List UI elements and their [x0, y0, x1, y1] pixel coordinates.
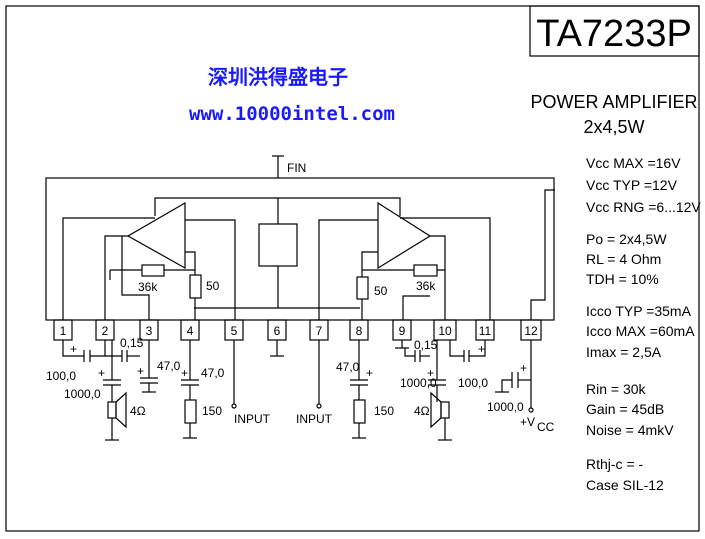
internal-wiring	[62, 189, 555, 320]
vcc-sub-label: CC	[537, 420, 555, 434]
left-amplifier	[126, 201, 186, 270]
spec-rin: Rin = 30k	[586, 381, 647, 397]
spec-vcc-rng: Vcc RNG =6...12V	[586, 199, 701, 215]
fin-terminal: FIN	[272, 155, 306, 178]
spec-tdh: TDH = 10%	[586, 271, 659, 287]
sheet-frame	[5, 5, 700, 532]
left-50-resistor	[189, 274, 202, 299]
pin-2-label: 2	[102, 324, 109, 338]
pin-3-label: 3	[146, 324, 153, 338]
left-feedback-resistor	[141, 264, 165, 277]
right-feedback-value: 36k	[416, 279, 436, 293]
r-150-left-label: 150	[202, 404, 222, 418]
title-block	[529, 5, 700, 57]
spec-rthj: Rthj-c = -	[586, 456, 644, 472]
pin-6-label: 6	[274, 324, 281, 338]
chip-description: POWER AMPLIFIER	[530, 92, 697, 112]
c-015-left-label: 0,15	[120, 336, 144, 350]
c-100-right-label: 100,0	[458, 376, 488, 390]
pin-9-label: 9	[399, 324, 406, 338]
right-50-resistor	[356, 276, 369, 300]
r-150-right	[353, 399, 366, 424]
external-right: INPUT + 47,0 150 0,15 + 1000,0 4Ω	[296, 338, 555, 441]
c-47-pin8-plus: +	[366, 366, 373, 380]
speaker-right	[440, 401, 450, 419]
spec-po: Po = 2x4,5W	[586, 231, 667, 247]
c-1000-left-plus: +	[98, 366, 105, 380]
speaker-left	[107, 401, 117, 419]
spec-vcc-max: Vcc MAX =16V	[586, 155, 681, 171]
c-015-right-label: 0,15	[414, 338, 438, 352]
c-1000-vcc-label: 1000,0	[487, 400, 524, 414]
r-150-left	[184, 399, 197, 424]
pin-7-label: 7	[316, 324, 323, 338]
watermark-url: www.10000intel.com	[189, 103, 395, 125]
right-feedback-resistor	[413, 264, 438, 277]
right-amplifier	[377, 201, 432, 270]
c-1000-vcc-plus: +	[520, 361, 527, 375]
c-47-pin3-plus: +	[137, 364, 144, 378]
c-47-pin3-label: 47,0	[157, 359, 181, 373]
spec-vcc-typ: Vcc TYP =12V	[586, 177, 678, 193]
spec-rl: RL = 4 Ohm	[586, 251, 661, 267]
pin-12-label: 12	[524, 324, 538, 338]
pin-10-label: 10	[438, 324, 452, 338]
input-right-label: INPUT	[296, 412, 333, 426]
r-150-right-label: 150	[374, 404, 394, 418]
part-number: TA7233P	[536, 13, 692, 55]
spec-list: Vcc MAX =16V Vcc TYP =12V Vcc RNG =6...1…	[586, 155, 701, 493]
fin-label: FIN	[287, 161, 306, 175]
c-100-left-label: 100,0	[46, 369, 76, 383]
spec-noise: Noise = 4mkV	[586, 422, 674, 438]
speaker-right-label: 4Ω	[414, 404, 430, 418]
spec-imax: Imax = 2,5A	[586, 344, 662, 360]
speaker-left-label: 4Ω	[130, 404, 146, 418]
c-47-pin4-label: 47,0	[201, 366, 225, 380]
ic-body	[45, 177, 555, 321]
left-50-value: 50	[206, 279, 220, 293]
spec-case: Case SIL-12	[586, 477, 664, 493]
c-1000-left-label: 1000,0	[64, 387, 101, 401]
pin-5-label: 5	[231, 324, 238, 338]
c-100-right-plus: +	[478, 342, 485, 356]
c-1000-right-plus: +	[427, 366, 434, 380]
external-left: + 100,0 0,15 + 1000,0 4Ω + 47,0	[46, 336, 284, 441]
c-47-pin4-plus: +	[181, 366, 188, 380]
input-left-label: INPUT	[234, 412, 271, 426]
pin-1-label: 1	[60, 324, 67, 338]
center-block	[258, 223, 298, 267]
c-47-pin8-label: 47,0	[336, 360, 360, 374]
c-100-left-plus: +	[70, 342, 77, 356]
right-50-value: 50	[374, 284, 388, 298]
spec-icco-max: Icco MAX =60mA	[586, 323, 695, 339]
pin-11-label: 11	[479, 324, 492, 338]
spec-gain: Gain = 45dB	[586, 401, 664, 417]
vcc-label: +V	[520, 415, 535, 429]
c-1000-right-label: 1000,0	[400, 376, 437, 390]
chip-output-config: 2x4,5W	[583, 117, 644, 137]
pin-8-label: 8	[356, 324, 363, 338]
watermark-company: 深圳洪得盛电子	[208, 65, 348, 89]
pin-4-label: 4	[187, 324, 194, 338]
left-feedback-value: 36k	[138, 280, 158, 294]
spec-icco-typ: Icco TYP =35mA	[586, 303, 692, 319]
